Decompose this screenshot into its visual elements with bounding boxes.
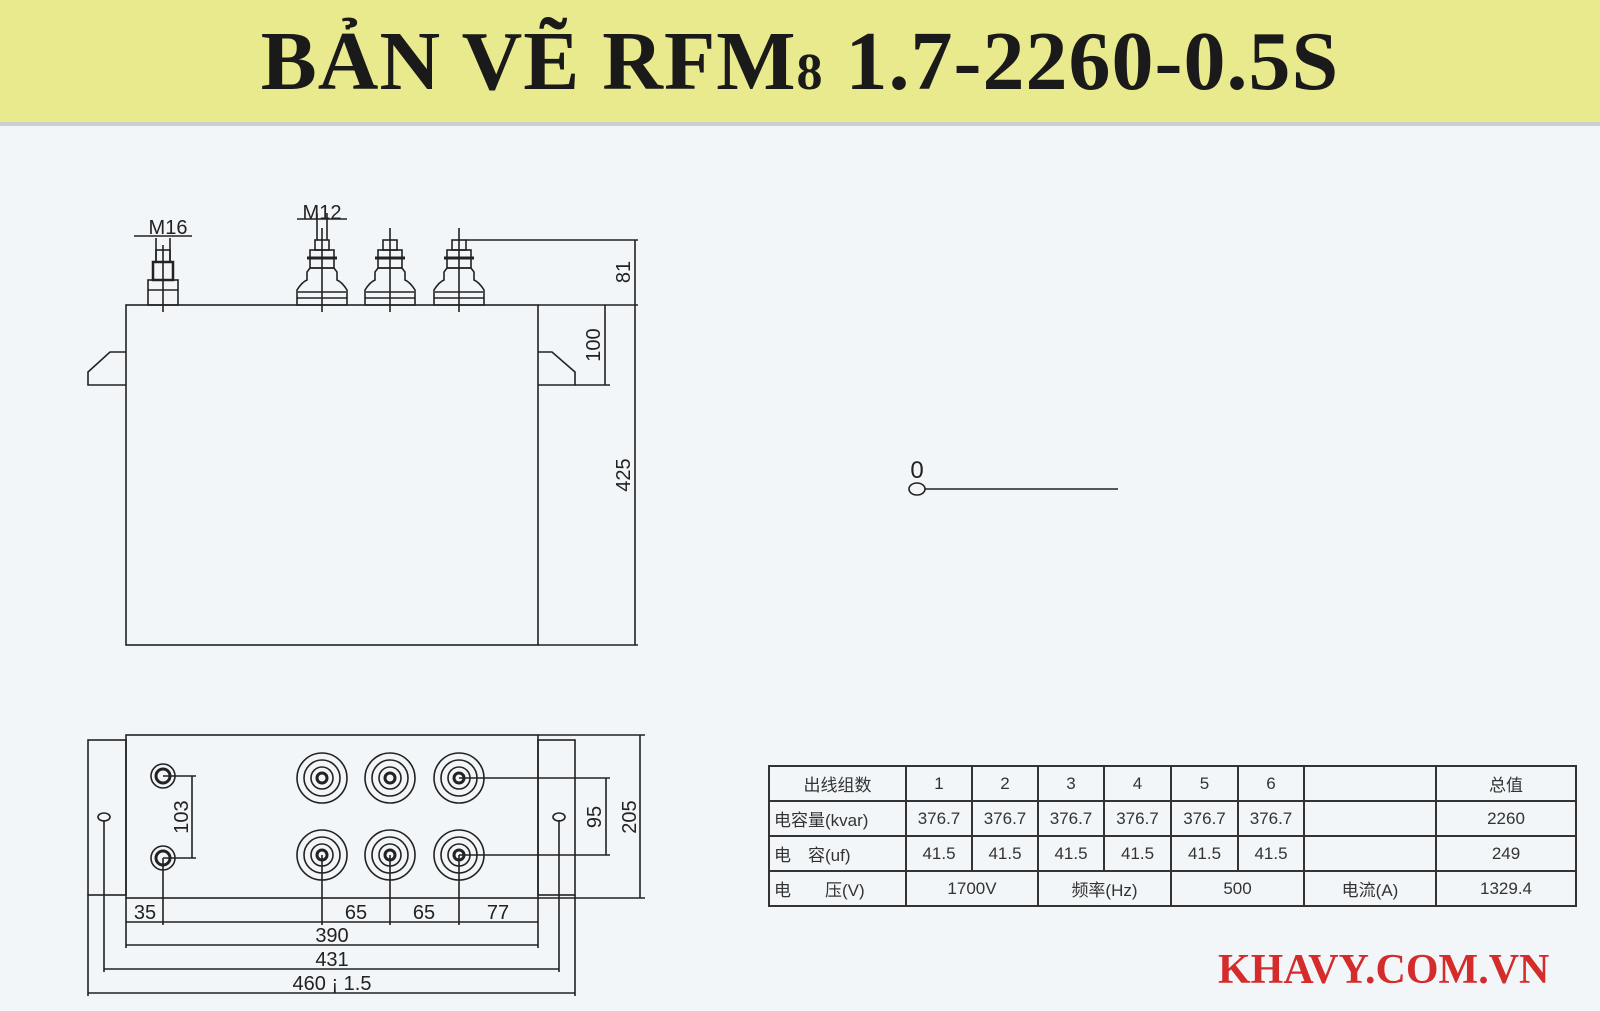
table-cell: 41.5 bbox=[1037, 835, 1105, 872]
table-cell bbox=[1303, 835, 1437, 872]
dim-65b: 65 bbox=[413, 902, 435, 924]
table-cell: 41.5 bbox=[971, 835, 1039, 872]
table-cell: 电容量(kvar) bbox=[768, 800, 907, 837]
table-cell: 2 bbox=[971, 765, 1039, 802]
table-cell: 41.5 bbox=[1103, 835, 1172, 872]
table-cell: 500 bbox=[1170, 870, 1305, 907]
table-cell: 6 bbox=[1237, 765, 1305, 802]
table-cell: 出线组数 bbox=[768, 765, 907, 802]
dim-77: 77 bbox=[487, 902, 509, 924]
table-cell: 3 bbox=[1037, 765, 1105, 802]
dim-205: 205 bbox=[619, 800, 641, 833]
front-view: M16 M12 81 100 425 bbox=[87, 202, 638, 646]
table-cell: 376.7 bbox=[971, 800, 1039, 837]
terminal-0-label: 0 bbox=[910, 457, 923, 484]
table-cell: 1700V bbox=[905, 870, 1039, 907]
table-cell: 376.7 bbox=[905, 800, 973, 837]
table-cell: 376.7 bbox=[1037, 800, 1105, 837]
dim-81: 81 bbox=[613, 261, 635, 283]
table-row: 出线组数 1 2 3 4 5 6 总值 bbox=[768, 765, 1577, 802]
spec-table: 出线组数 1 2 3 4 5 6 总值 电容量(kvar) 376.7 376.… bbox=[768, 765, 1577, 907]
m16-label: M16 bbox=[149, 217, 188, 239]
dim-95: 95 bbox=[584, 806, 606, 828]
table-cell: 376.7 bbox=[1170, 800, 1239, 837]
table-cell: 41.5 bbox=[1237, 835, 1305, 872]
title-banner: BẢN VẼ RFM8 1.7-2260-0.5S bbox=[0, 0, 1600, 126]
m12-bushings bbox=[296, 213, 485, 312]
table-cell: 41.5 bbox=[905, 835, 973, 872]
table-cell: 376.7 bbox=[1237, 800, 1305, 837]
table-cell: 4 bbox=[1103, 765, 1172, 802]
table-cell: 41.5 bbox=[1170, 835, 1239, 872]
watermark: KHAVY.COM.VN bbox=[1218, 947, 1550, 993]
table-cell: 249 bbox=[1435, 835, 1577, 872]
table-cell: 电 容(uf) bbox=[768, 835, 907, 872]
table-cell: 1 bbox=[905, 765, 973, 802]
dim-460: 460 ¡ 1.5 bbox=[293, 973, 372, 995]
table-cell bbox=[1303, 800, 1437, 837]
table-row: 电容量(kvar) 376.7 376.7 376.7 376.7 376.7 … bbox=[768, 800, 1577, 837]
table-cell: 5 bbox=[1170, 765, 1239, 802]
dim-35: 35 bbox=[134, 902, 156, 924]
page-title: BẢN VẼ RFM8 1.7-2260-0.5S bbox=[260, 14, 1340, 108]
table-cell: 2260 bbox=[1435, 800, 1577, 837]
dim-390: 390 bbox=[315, 925, 348, 947]
bottom-view: 103 95 205 35 65 65 77 390 431 460 ¡ 1.5 bbox=[87, 734, 645, 996]
table-row: 电 容(uf) 41.5 41.5 41.5 41.5 41.5 41.5 24… bbox=[768, 835, 1577, 872]
m16-terminal bbox=[134, 235, 192, 312]
dim-103: 103 bbox=[171, 800, 193, 833]
table-cell: 376.7 bbox=[1103, 800, 1172, 837]
m12-label: M12 bbox=[303, 202, 342, 224]
table-row: 电 压(V) 1700V 频率(Hz) 500 电流(A) 1329.4 bbox=[768, 870, 1577, 907]
bushing-terminals bbox=[296, 752, 485, 881]
table-cell: 电 压(V) bbox=[768, 870, 907, 907]
table-cell: 1329.4 bbox=[1435, 870, 1577, 907]
dim-431: 431 bbox=[315, 949, 348, 971]
table-cell: 总值 bbox=[1435, 765, 1577, 802]
table-cell bbox=[1303, 765, 1437, 802]
table-cell: 电流(A) bbox=[1303, 870, 1437, 907]
table-cell: 频率(Hz) bbox=[1037, 870, 1172, 907]
dim-425: 425 bbox=[613, 458, 635, 491]
wiring-schematic: 0 bbox=[908, 457, 1118, 496]
dim-100: 100 bbox=[583, 328, 605, 361]
dim-65a: 65 bbox=[345, 902, 367, 924]
